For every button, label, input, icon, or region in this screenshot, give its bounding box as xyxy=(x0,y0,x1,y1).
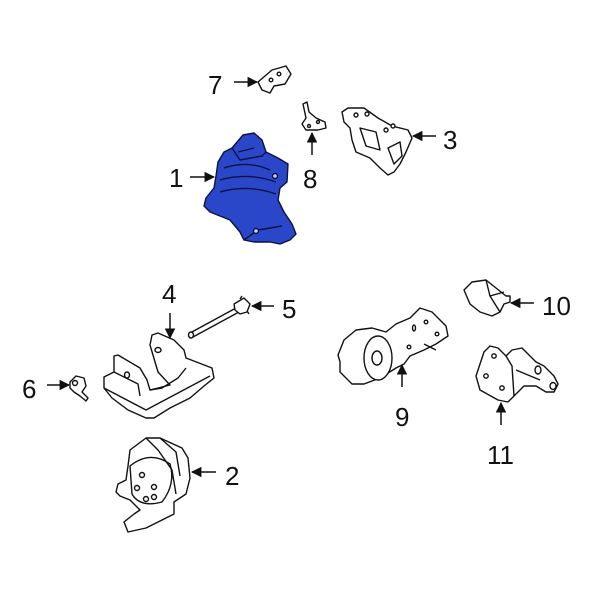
part-3-bracket[interactable] xyxy=(341,107,413,176)
part-6-nut[interactable] xyxy=(69,375,89,402)
callout-6[interactable]: 6 xyxy=(22,374,37,404)
callout-5[interactable]: 5 xyxy=(282,294,297,324)
part-1-engine-mount[interactable] xyxy=(203,132,297,245)
callout-4[interactable]: 4 xyxy=(162,279,177,309)
callout-7[interactable]: 7 xyxy=(208,70,223,100)
callout-10[interactable]: 10 xyxy=(542,291,571,321)
callout-11[interactable]: 11 xyxy=(487,440,514,470)
part-7-bracket[interactable] xyxy=(257,65,292,94)
callout-1[interactable]: 1 xyxy=(169,163,184,193)
part-4-bracket[interactable] xyxy=(103,332,215,419)
callout-9[interactable]: 9 xyxy=(395,402,410,432)
callout-8[interactable]: 8 xyxy=(303,164,318,194)
callout-3[interactable]: 3 xyxy=(443,125,458,155)
callout-2[interactable]: 2 xyxy=(225,461,240,491)
part-2-mount[interactable] xyxy=(115,437,191,533)
part-10-cover[interactable] xyxy=(463,279,511,317)
part-5-bolt[interactable] xyxy=(187,295,251,339)
part-11-bracket[interactable] xyxy=(475,345,559,403)
part-9-tensioner[interactable] xyxy=(337,307,449,385)
part-8-bracket[interactable] xyxy=(301,101,327,131)
